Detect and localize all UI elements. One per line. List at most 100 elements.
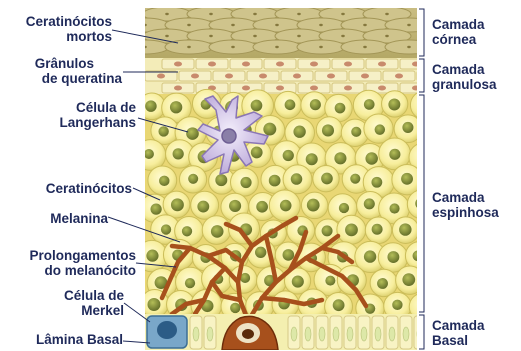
keratinocyte-nucleus	[283, 249, 295, 261]
keratinocyte-nucleus	[418, 99, 431, 112]
dead-cell-dot	[253, 35, 257, 37]
dead-cell-dot	[187, 46, 191, 48]
keratinocyte-nucleus	[188, 174, 198, 184]
dead-cell-dot	[209, 35, 213, 37]
dead-cell-dot	[143, 46, 147, 48]
keratinocyte-nucleus	[389, 203, 399, 213]
keratin-granule	[378, 86, 386, 91]
keratinocyte-nucleus	[158, 126, 168, 136]
keratinocyte-nucleus	[339, 203, 349, 213]
keratinocyte-nucleus	[146, 250, 158, 262]
keratinocyte-nucleus	[402, 273, 415, 286]
basal-nucleus	[375, 327, 381, 341]
keratin-granule	[208, 62, 216, 67]
label-melanocyte-processes: Prolongamentos do melanócito	[6, 248, 136, 278]
dead-cell-dot	[341, 13, 345, 15]
keratinocyte-nucleus	[182, 226, 192, 236]
keratinocyte-nucleus	[402, 122, 413, 133]
dead-cell-dot	[385, 35, 389, 37]
dead-cell-dot	[209, 13, 213, 15]
label-dead-keratinocytes: Ceratinócitos mortos	[6, 14, 112, 44]
keratinocyte-nucleus	[322, 124, 334, 136]
keratinocyte-nucleus	[401, 173, 413, 185]
label-melanin: Melanina	[6, 211, 108, 226]
keratin-granule	[361, 74, 369, 79]
keratinocyte-nucleus	[291, 173, 303, 185]
keratinocyte-nucleus	[285, 99, 296, 110]
keratin-granule	[412, 86, 420, 91]
basal-nucleus	[207, 327, 213, 341]
basal-nucleus	[347, 327, 353, 341]
keratinocyte-nucleus	[256, 201, 268, 213]
label-stratum-corneum: Camada córnea	[432, 17, 485, 47]
keratinocyte-nucleus	[255, 247, 266, 258]
dead-cell-dot	[187, 24, 191, 26]
dead-cell-dot	[297, 13, 301, 15]
keratinocyte-nucleus	[351, 127, 361, 137]
keratinocyte-nucleus	[173, 148, 184, 159]
keratinocyte-nucleus	[375, 124, 385, 134]
keratinocyte-nucleus	[365, 152, 377, 164]
dead-cell-dot	[363, 24, 367, 26]
dead-cell-dot	[231, 46, 235, 48]
merkel-cell	[147, 316, 187, 348]
keratinocyte-nucleus	[310, 99, 321, 110]
keratinocyte-nucleus	[322, 225, 333, 236]
basal-nucleus	[361, 327, 367, 341]
dead-cell-dot	[341, 35, 345, 37]
keratinocyte-nucleus	[392, 300, 402, 310]
keratinocyte-nucleus	[240, 177, 251, 188]
basal-nucleus	[291, 327, 297, 341]
keratinocyte-nucleus	[399, 223, 411, 235]
basal-nucleus	[389, 327, 395, 341]
keratin-granule	[310, 62, 318, 67]
keratinocyte-nucleus	[171, 198, 184, 211]
keratinocyte-nucleus	[377, 278, 388, 289]
label-stratum-basale: Camada Basal	[432, 318, 485, 348]
dead-cell-dot	[165, 13, 169, 15]
keratinocyte-nucleus	[417, 152, 429, 164]
dead-cell-dot	[385, 13, 389, 15]
keratinocyte-nucleus	[170, 101, 182, 113]
keratin-granule	[293, 74, 301, 79]
keratin-granule	[310, 86, 318, 91]
dead-cell-dot	[275, 46, 279, 48]
label-stratum-granulosum: Camada granulosa	[432, 62, 497, 92]
keratinocyte-nucleus	[150, 204, 161, 215]
basal-nucleus	[305, 327, 311, 341]
keratin-granule	[174, 62, 182, 67]
label-merkel-cell: Célula de Merkel	[6, 288, 124, 318]
keratinocyte-nucleus	[251, 100, 263, 112]
keratinocyte-nucleus	[263, 123, 276, 136]
keratin-granule	[276, 86, 284, 91]
keratinocyte-nucleus	[333, 299, 345, 311]
basal-nucleus	[319, 327, 325, 341]
keratin-granule	[395, 74, 403, 79]
keratin-granule	[412, 62, 420, 67]
keratin-granule	[276, 62, 284, 67]
dead-cell-dot	[319, 24, 323, 26]
keratinocyte-nucleus	[415, 198, 427, 210]
layer-brackets	[419, 9, 424, 349]
keratinocyte-nucleus	[325, 276, 335, 286]
keratinocyte-nucleus	[371, 177, 382, 188]
keratin-granule	[344, 62, 352, 67]
keratin-granule	[259, 74, 267, 79]
dead-cell-dot	[319, 46, 323, 48]
keratinocyte-nucleus	[229, 200, 241, 212]
keratinocyte-nucleus	[161, 224, 171, 234]
keratinocyte-nucleus	[269, 175, 281, 187]
label-basal-lamina: Lâmina Basal	[6, 332, 123, 347]
dead-cell-dot	[143, 24, 147, 26]
keratinocyte-nucleus	[364, 99, 375, 110]
keratinocyte	[410, 91, 439, 120]
keratin-granule	[378, 62, 386, 67]
basal-nucleus	[403, 327, 409, 341]
keratinocyte-nucleus	[334, 152, 346, 164]
keratinocyte-nucleus	[185, 278, 195, 288]
keratin-granule	[344, 86, 352, 91]
keratin-granule	[157, 74, 165, 79]
keratinocyte-nucleus	[197, 201, 209, 213]
keratinocyte-nucleus	[280, 200, 292, 212]
keratinocyte-nucleus	[350, 174, 360, 184]
